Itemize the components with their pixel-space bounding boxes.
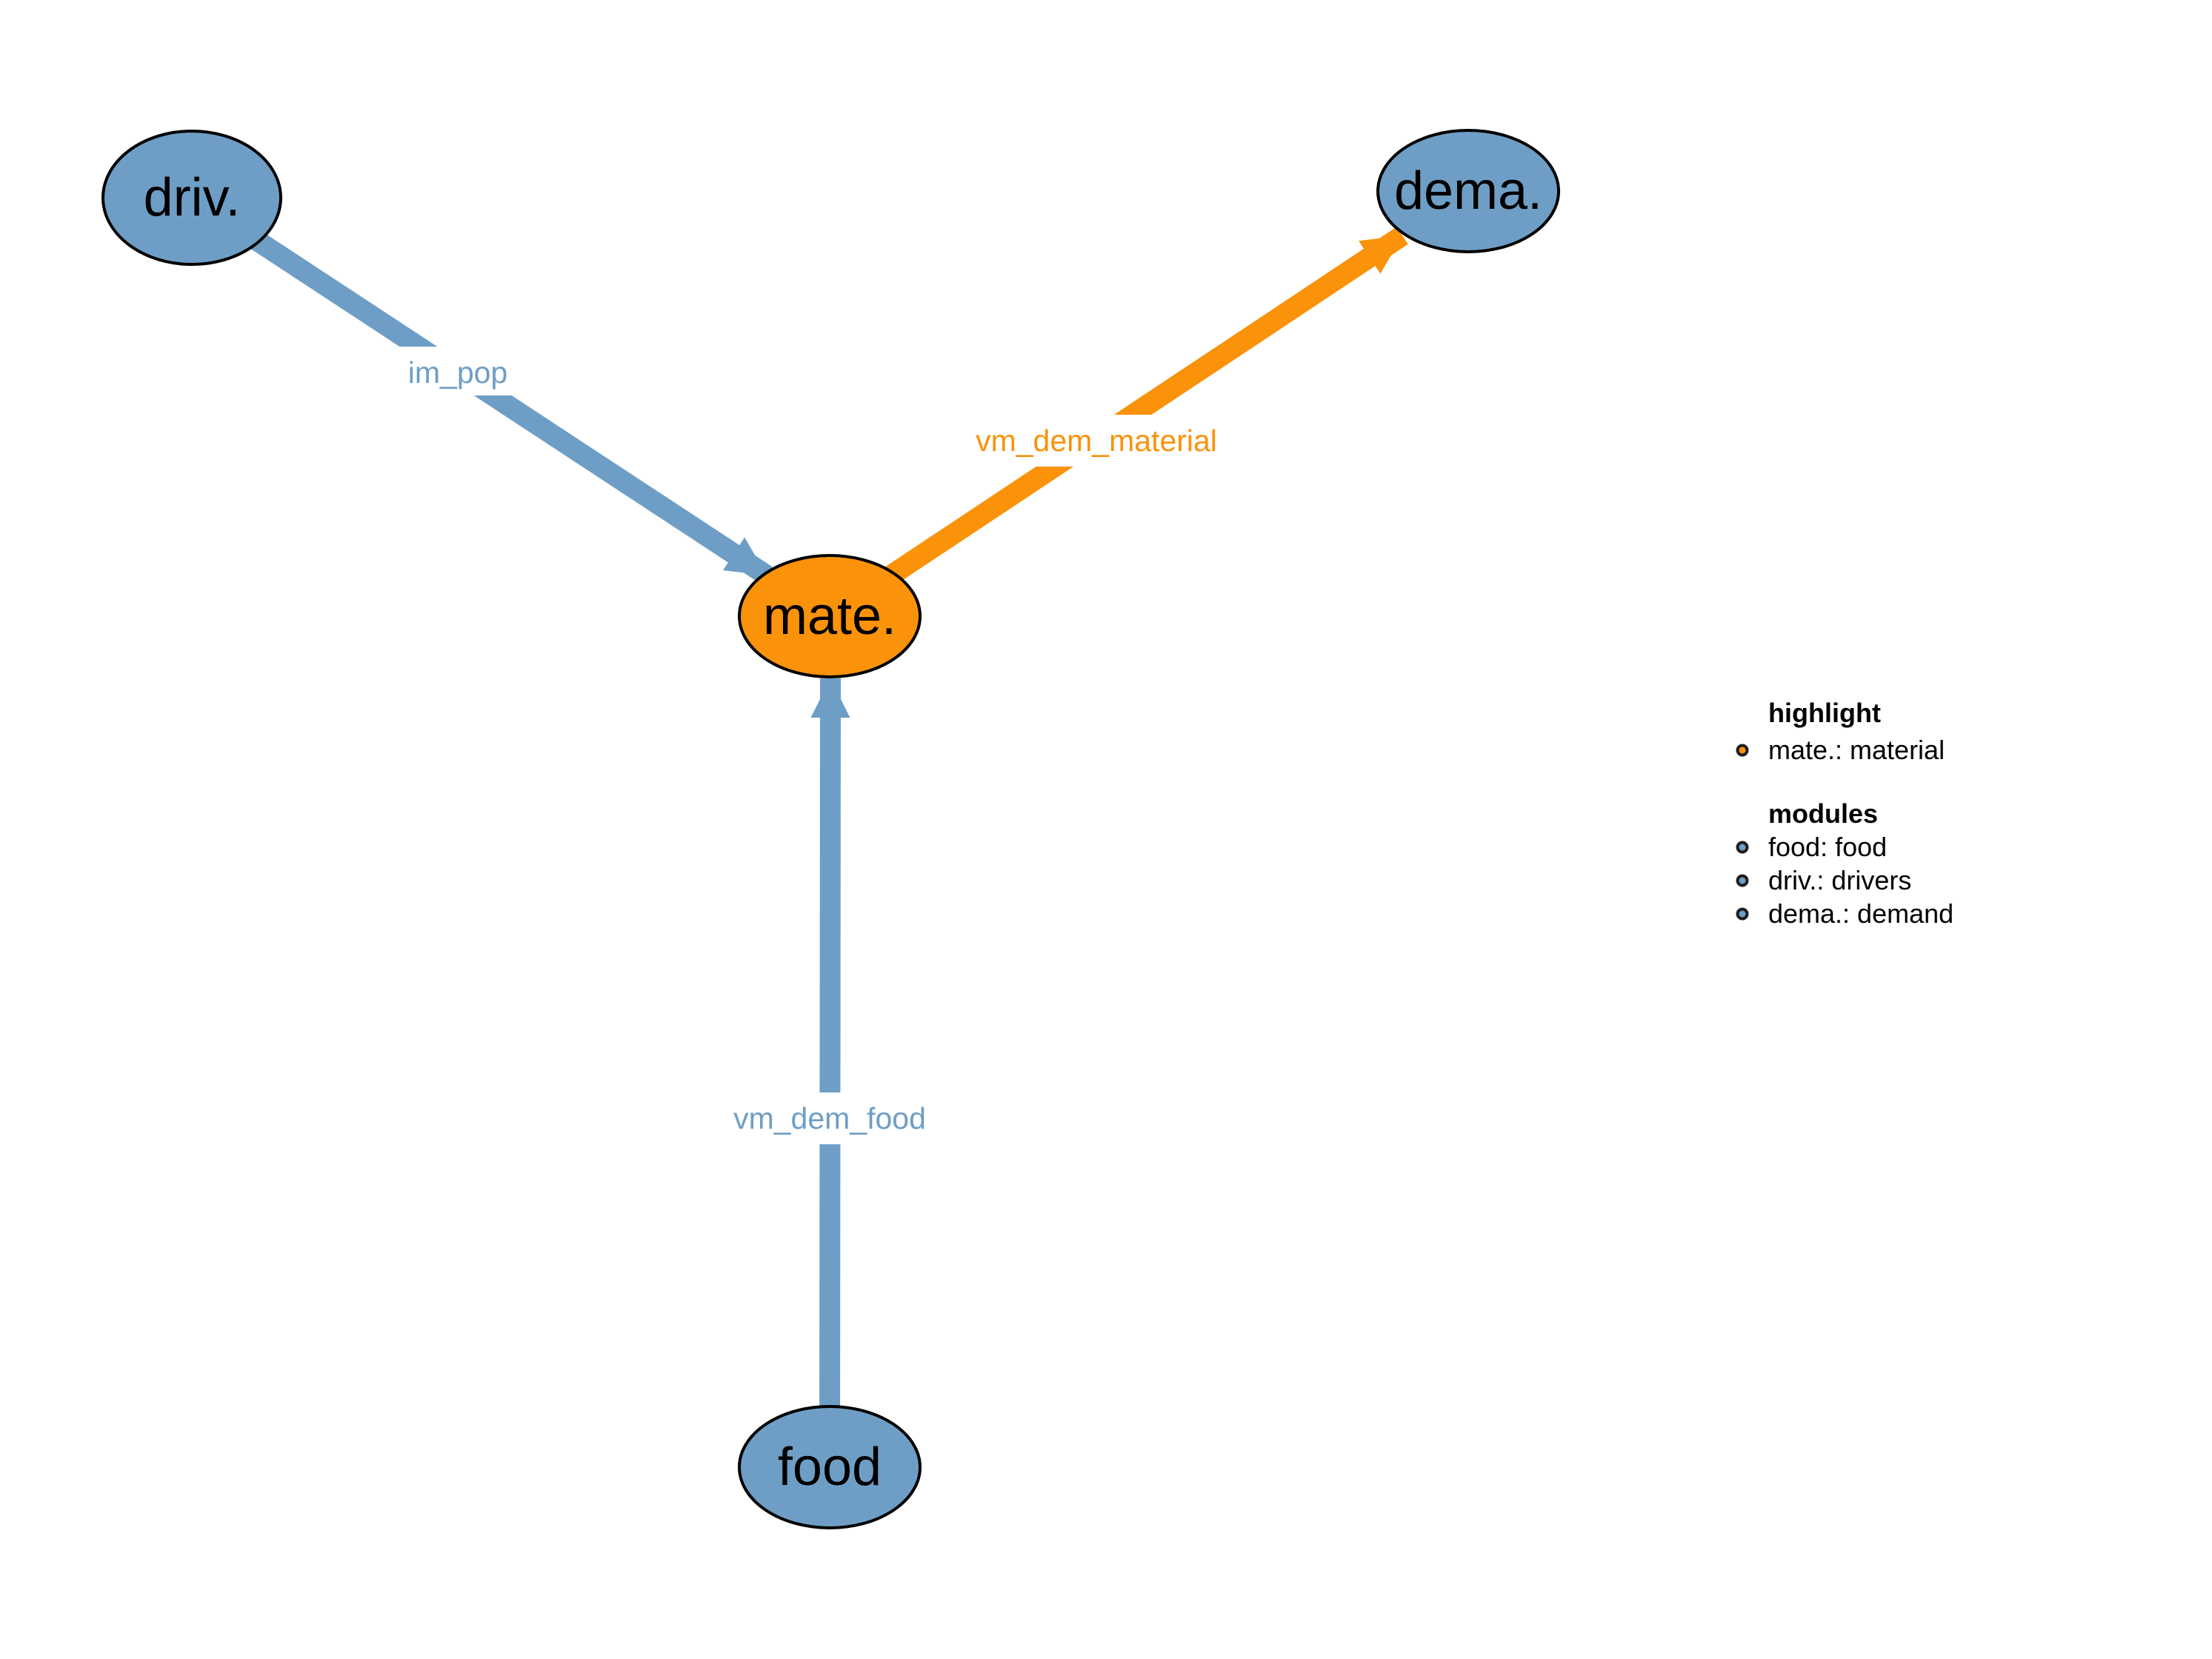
edge-label-vm-dem-food: vm_dem_food bbox=[724, 1092, 935, 1144]
legend-modules-title: modules bbox=[1768, 798, 1879, 829]
legend-dot-module-icon bbox=[1736, 841, 1749, 853]
node-label-driv: driv. bbox=[144, 168, 241, 227]
node-mate: mate. bbox=[738, 554, 922, 678]
edge-label-vm-dem-material: vm_dem_material bbox=[958, 415, 1235, 467]
node-ellipse-food bbox=[738, 1405, 922, 1529]
node-ellipse-mate bbox=[738, 554, 922, 678]
edge-label-text: vm_dem_food bbox=[733, 1101, 926, 1135]
legend-item-label: dema.: demand bbox=[1768, 898, 1954, 929]
edge-label-bg bbox=[958, 415, 1235, 467]
edge-label-im-pop: im_pop bbox=[385, 347, 530, 395]
node-dema: dema. bbox=[1376, 129, 1560, 253]
legend-item-label: mate.: material bbox=[1768, 734, 1945, 765]
node-food: food bbox=[738, 1405, 922, 1529]
legend-item-module-driv: driv.: drivers bbox=[1729, 864, 1953, 897]
node-ellipse-driv bbox=[101, 130, 282, 266]
node-label-dema: dema. bbox=[1394, 161, 1542, 221]
edge-label-bg bbox=[385, 347, 530, 395]
legend-dot-module-icon bbox=[1736, 907, 1749, 920]
edge-label-bg bbox=[724, 1092, 935, 1144]
legend-item-highlight-mate: mate.: material bbox=[1729, 733, 1953, 767]
node-label-mate: mate. bbox=[763, 587, 896, 646]
edge-label-text: vm_dem_material bbox=[976, 424, 1217, 458]
node-label-food: food bbox=[778, 1438, 882, 1497]
edge-label-text: im_pop bbox=[408, 356, 507, 390]
legend-item-label: food: food bbox=[1768, 831, 1888, 862]
node-driv: driv. bbox=[101, 130, 282, 266]
node-ellipse-dema bbox=[1376, 129, 1560, 253]
legend-item-label: driv.: drivers bbox=[1768, 864, 1912, 895]
legend: highlight mate.: material modules food: … bbox=[1729, 696, 1953, 930]
legend-section-gap bbox=[1729, 767, 1953, 797]
legend-item-module-food: food: food bbox=[1729, 830, 1953, 864]
legend-item-module-dema: dema.: demand bbox=[1729, 897, 1953, 930]
legend-dot-highlight-icon bbox=[1736, 744, 1749, 756]
legend-dot-module-icon bbox=[1736, 874, 1749, 887]
legend-highlight-title: highlight bbox=[1768, 698, 1881, 728]
